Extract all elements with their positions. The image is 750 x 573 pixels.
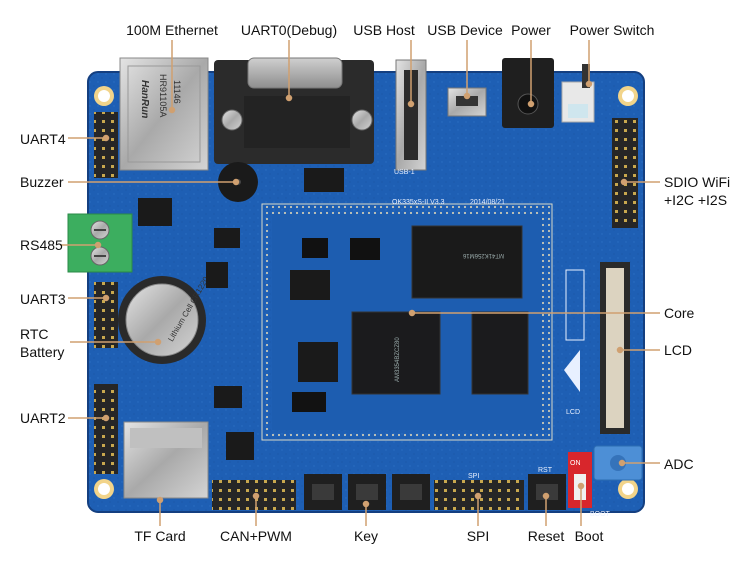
ic-chip	[138, 198, 172, 226]
label-usb-device: USB Device	[427, 22, 503, 38]
label-usb-host: USB Host	[353, 22, 415, 38]
uart4-header	[94, 112, 118, 178]
usb-device-port	[447, 87, 487, 117]
uart3-header	[94, 282, 118, 348]
mounting-hole	[618, 479, 638, 499]
label-sdio: SDIO WiFi	[664, 174, 731, 190]
sdio-header	[612, 118, 638, 228]
label-battery: Battery	[20, 344, 65, 360]
key-buttons	[304, 474, 430, 510]
db9-connector	[214, 57, 374, 164]
label-ethernet: 100M Ethernet	[126, 22, 218, 38]
ic-chip	[214, 228, 240, 248]
label-rtc: RTC	[20, 326, 49, 342]
power-jack	[502, 58, 554, 128]
label-uart2: UART2	[20, 410, 66, 426]
label-lcd: LCD	[664, 342, 693, 358]
label-reset: Reset	[527, 528, 565, 544]
label-power: Power	[511, 22, 551, 38]
lcd-connector: LCD	[566, 262, 630, 434]
label-rs485: RS485	[20, 237, 63, 253]
label-spi: SPI	[466, 528, 490, 544]
mounting-hole	[618, 86, 638, 106]
tf-card-slot	[123, 421, 209, 499]
label-uart4: UART4	[20, 131, 66, 147]
usb-host-port: USB-1	[394, 59, 427, 176]
ethernet-jack: 11146 HR91105A HanRun	[119, 57, 209, 171]
label-power-switch: Power Switch	[569, 22, 655, 38]
label-i2c-i2s: +I2C +I2S	[664, 192, 728, 208]
leader-lines	[60, 40, 660, 526]
ic-chip	[206, 262, 228, 288]
label-buzzer: Buzzer	[20, 174, 64, 190]
ic-chip	[304, 168, 344, 192]
core-module: MT41K256M16 AM3354BZCZ80	[261, 203, 553, 441]
label-uart3: UART3	[20, 291, 66, 307]
mounting-hole	[94, 479, 114, 499]
vendor-logo	[564, 269, 585, 392]
uart2-header	[94, 384, 118, 474]
ic-chip	[226, 432, 254, 460]
mounting-hole	[94, 86, 114, 106]
reset-button: RST	[528, 467, 566, 510]
label-key: Key	[353, 528, 379, 544]
label-adc: ADC	[664, 456, 694, 472]
label-boot: Boot	[574, 528, 604, 544]
label-can-pwm: CAN+PWM	[220, 528, 292, 544]
label-tf-card: TF Card	[134, 528, 186, 544]
label-core: Core	[664, 305, 695, 321]
power-switch	[561, 64, 595, 123]
ic-chip	[214, 386, 242, 408]
label-uart0: UART0(Debug)	[240, 22, 338, 38]
